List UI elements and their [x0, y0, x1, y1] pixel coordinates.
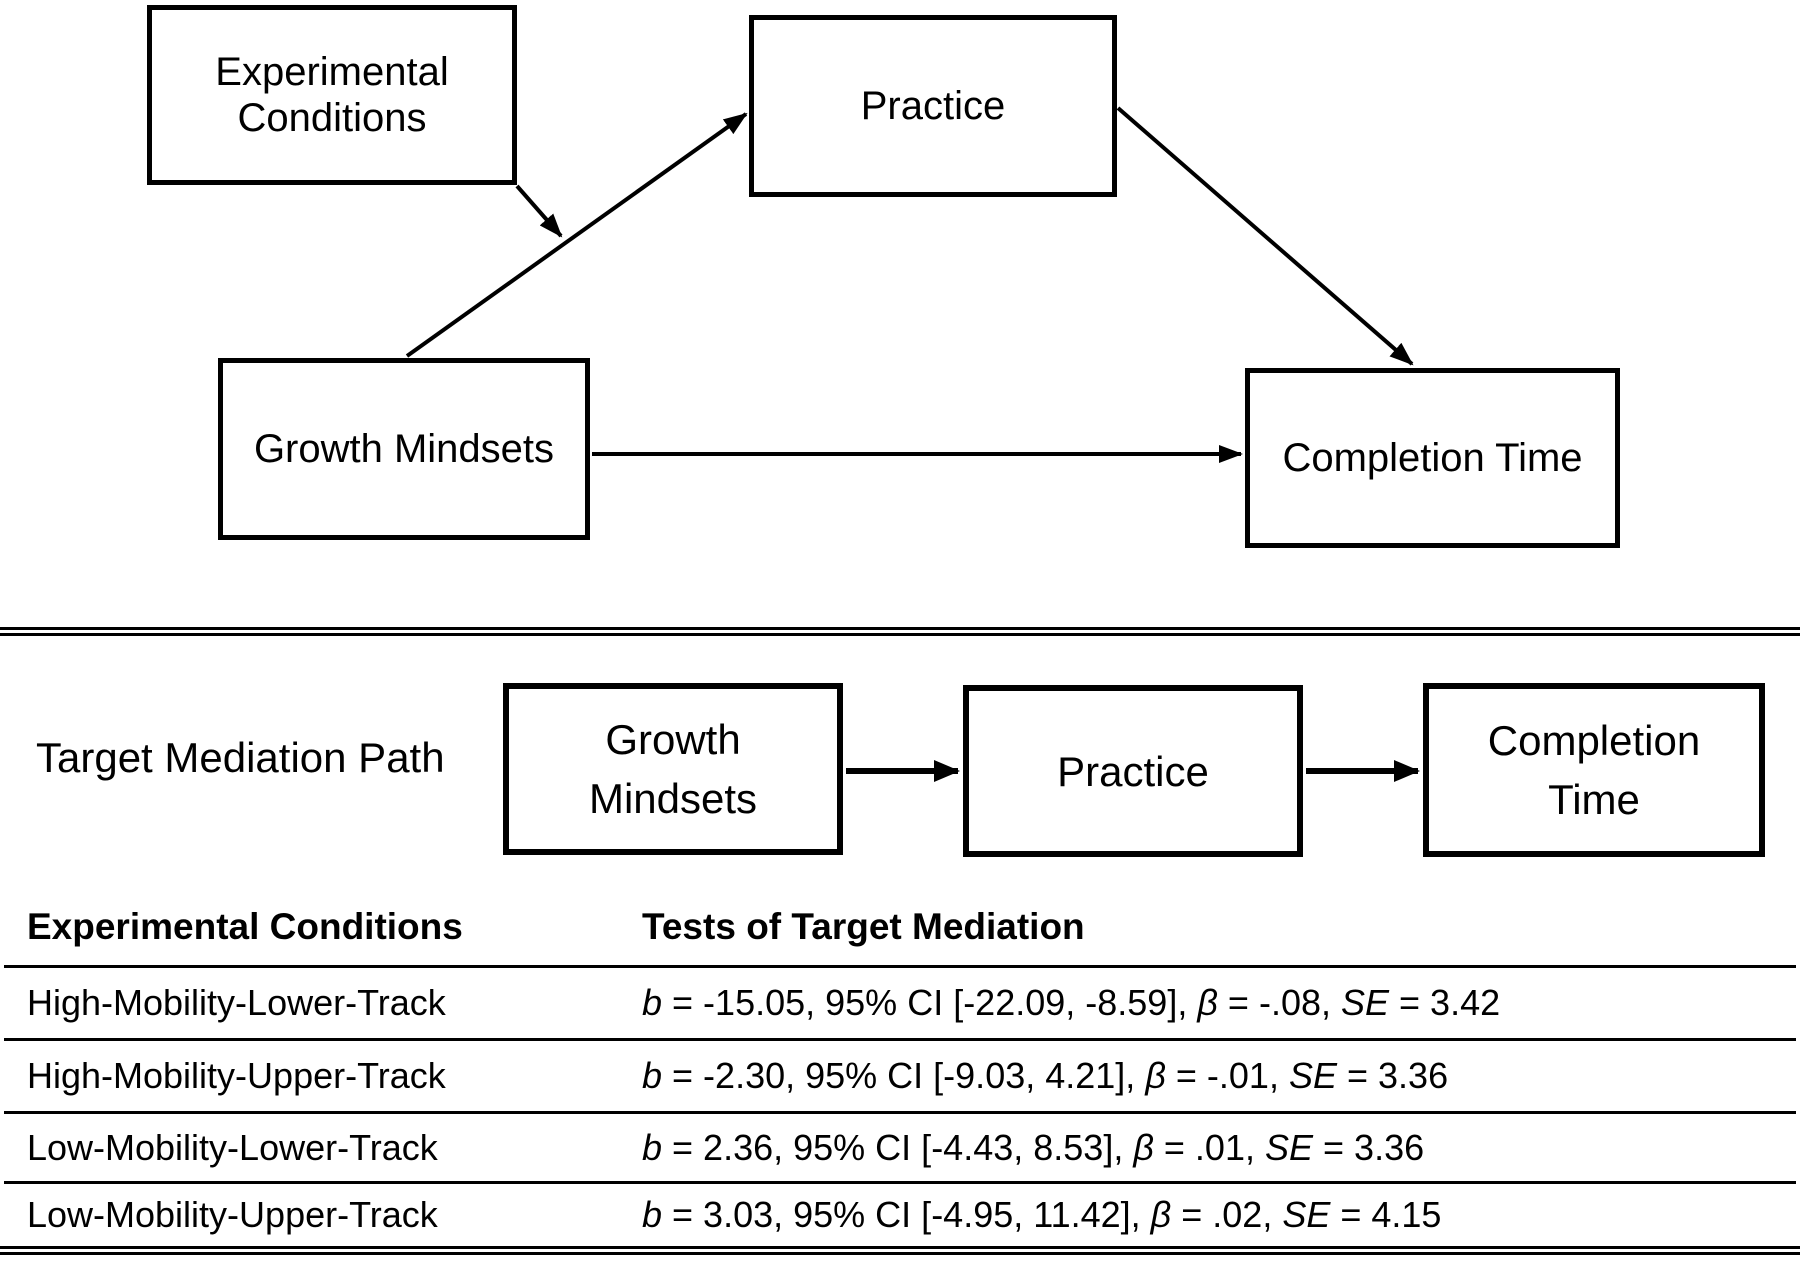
node-label-line: Experimental: [215, 50, 449, 94]
node-growth-mindsets: Growth Mindsets: [218, 358, 590, 540]
arrow-growth-mindsets-to-practice: [405, 112, 748, 358]
stats-cell: b = -2.30, 95% CI [-9.03, 4.21], β = -.0…: [642, 1055, 1449, 1096]
table-row: High-Mobility-Lower-Track b = -15.05, 95…: [0, 968, 1800, 1038]
table-rule: [4, 1038, 1796, 1041]
table-header-tests-of-target-mediation: Tests of Target Mediation: [642, 905, 1085, 947]
mediation-node-completion-time: Completion Time: [1423, 683, 1765, 857]
arrow-experimental-conditions-to-mediation-path: [515, 184, 563, 238]
node-label-line: Mindsets: [588, 775, 758, 822]
stats-cell: b = 3.03, 95% CI [-4.95, 11.42], β = .02…: [642, 1194, 1442, 1235]
node-label-line: Time: [1548, 776, 1640, 823]
table-row: Low-Mobility-Upper-Track b = 3.03, 95% C…: [0, 1184, 1800, 1246]
mediation-node-growth-mindsets: Growth Mindsets: [503, 683, 843, 855]
target-mediation-path-label: Target Mediation Path: [36, 734, 445, 781]
node-experimental-conditions: Experimental Conditions: [147, 5, 517, 185]
node-label: Growth Mindsets: [253, 427, 555, 471]
node-label: Completion Time: [1282, 436, 1583, 480]
arrow-practice-to-completion-time: [1116, 106, 1414, 366]
table-bottom-double-rule: [0, 1246, 1800, 1255]
node-label: Practice: [1057, 747, 1209, 795]
section-separator: [0, 627, 1800, 636]
table-header-experimental-conditions: Experimental Conditions: [27, 905, 463, 947]
condition-cell: Low-Mobility-Upper-Track: [27, 1194, 438, 1235]
table-rule: [4, 1111, 1796, 1114]
node-completion-time: Completion Time: [1245, 368, 1620, 548]
table-row: High-Mobility-Upper-Track b = -2.30, 95%…: [0, 1041, 1800, 1111]
table-rule: [4, 1181, 1796, 1184]
node-label: Practice: [860, 84, 1006, 128]
node-practice: Practice: [749, 15, 1117, 197]
mediation-node-practice: Practice: [963, 685, 1303, 857]
node-label-line: Conditions: [237, 96, 427, 140]
table-rule: [4, 965, 1796, 968]
stats-cell: b = 2.36, 95% CI [-4.43, 8.53], β = .01,…: [642, 1126, 1425, 1168]
stats-cell: b = -15.05, 95% CI [-22.09, -8.59], β = …: [642, 982, 1501, 1023]
condition-cell: Low-Mobility-Lower-Track: [27, 1126, 438, 1168]
table-header-row: Experimental Conditions Tests of Target …: [0, 888, 1800, 965]
node-label-line: Completion: [1487, 717, 1701, 764]
condition-cell: High-Mobility-Lower-Track: [27, 982, 446, 1023]
table-row: Low-Mobility-Lower-Track b = 2.36, 95% C…: [0, 1114, 1800, 1181]
condition-cell: High-Mobility-Upper-Track: [27, 1055, 446, 1096]
node-label-line: Growth: [605, 716, 741, 763]
